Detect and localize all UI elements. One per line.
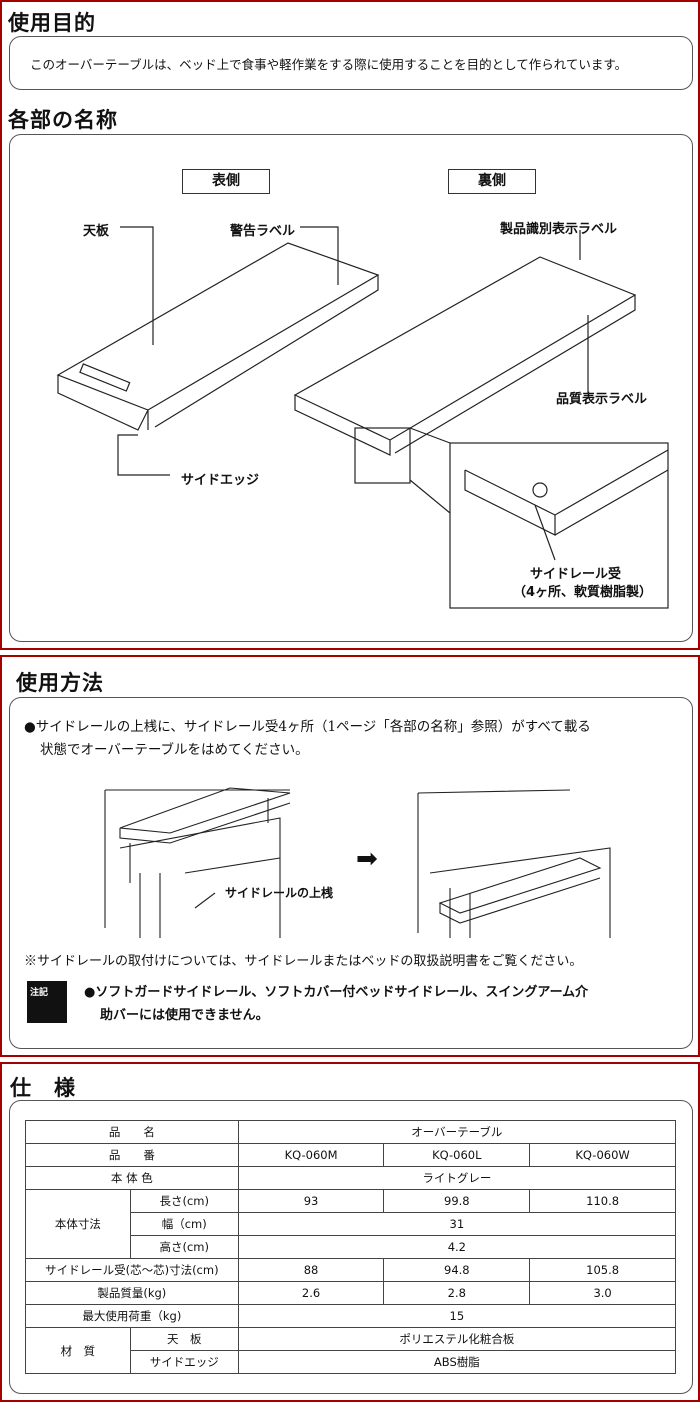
table-row: 本 体 色ライトグレー: [25, 1166, 677, 1190]
cell: 88: [237, 1258, 385, 1282]
cell: 2.6: [237, 1281, 385, 1305]
cell: サイドレール受(芯～芯)寸法(cm): [25, 1258, 239, 1282]
cell: 15: [237, 1304, 677, 1328]
cell: 94.8: [383, 1258, 531, 1282]
cell: 31: [237, 1212, 677, 1236]
cell: 品 番: [25, 1143, 239, 1167]
cell: 3.0: [529, 1281, 676, 1305]
cell: KQ-060W: [529, 1143, 676, 1167]
parts-box: 表側 裏側 天板 警告ラベル 製品識別表示ラベル 品質表示ラベル サイドエッジ …: [9, 134, 693, 642]
usage-line2: 状態でオーバーテーブルをはめてください。: [40, 742, 309, 758]
usage-title: 使用方法: [16, 671, 104, 695]
cell: 品 名: [25, 1120, 239, 1144]
panel-purpose-parts: 使用目的 このオーバーテーブルは、ベッド上で食事や軽作業をする際に使用することを…: [0, 0, 700, 650]
label-rail-receiver-note: （4ヶ所、軟質樹脂製）: [513, 585, 653, 600]
right-arrow-icon: ➡: [356, 844, 378, 874]
cell: 製品質量(kg): [25, 1281, 239, 1305]
cell: 本体寸法: [25, 1189, 131, 1259]
label-id: 製品識別表示ラベル: [500, 222, 618, 237]
cell: ポリエステル化粧合板: [237, 1327, 677, 1351]
cell: サイドエッジ: [129, 1350, 239, 1374]
usage-box: ●サイドレールの上桟に、サイドレール受4ヶ所（1ページ「各部の名称」参照）がすべ…: [9, 697, 693, 1049]
cell: 99.8: [383, 1189, 531, 1213]
usage-diagram-label: サイドレールの上桟: [225, 886, 334, 900]
usage-line1: ●サイドレールの上桟に、サイドレール受4ヶ所（1ページ「各部の名称」参照）がすべ…: [24, 719, 591, 735]
cell: ABS樹脂: [237, 1350, 677, 1374]
front-label: 表側: [182, 169, 270, 194]
caution-line1: ●ソフトガードサイドレール、ソフトカバー付ベッドサイドレール、スイングアーム介: [84, 985, 589, 1000]
table-row: 高さ(cm)4.2: [26, 1235, 677, 1259]
cell: KQ-060M: [237, 1143, 385, 1167]
back-label: 裏側: [448, 169, 536, 194]
cell: KQ-060L: [383, 1143, 531, 1167]
parts-diagram: [56, 226, 669, 609]
label-side-edge: サイドエッジ: [181, 473, 260, 488]
spec-title: 仕 様: [10, 1076, 76, 1100]
cell: 93: [237, 1189, 385, 1213]
cell: 天 板: [129, 1327, 239, 1351]
cell: 材 質: [25, 1327, 131, 1374]
cell: 高さ(cm): [129, 1235, 239, 1259]
label-top-board: 天板: [83, 224, 110, 239]
cell: 2.8: [383, 1281, 531, 1305]
purpose-box: このオーバーテーブルは、ベッド上で食事や軽作業をする際に使用することを目的として…: [9, 36, 693, 90]
cell: 4.2: [237, 1235, 677, 1259]
label-quality: 品質表示ラベル: [556, 392, 648, 407]
table-row: 材 質天 板ポリエステル化粧合板: [25, 1327, 677, 1374]
cell: オーバーテーブル: [237, 1120, 677, 1144]
parts-title: 各部の名称: [8, 108, 118, 132]
cell: 105.8: [529, 1258, 676, 1282]
purpose-title: 使用目的: [8, 11, 96, 35]
label-warning: 警告ラベル: [230, 224, 296, 239]
cell: 長さ(cm): [129, 1189, 239, 1213]
cell: 幅（cm): [129, 1212, 239, 1236]
table-row: 品 名オーバーテーブル: [25, 1120, 677, 1144]
cell: 本 体 色: [25, 1166, 239, 1190]
cell: 最大使用荷重（kg): [25, 1304, 239, 1328]
caution-line2: 助バーには使用できません。: [100, 1008, 269, 1023]
cell: ライトグレー: [237, 1166, 677, 1190]
usage-note: ※サイドレールの取付けについては、サイドレールまたはベッドの取扱説明書をご覧くだ…: [24, 954, 583, 969]
usage-diagram: [104, 787, 611, 938]
label-rail-receiver: サイドレール受: [530, 567, 622, 582]
panel-usage: 使用方法 ●サイドレールの上桟に、サイドレール受4ヶ所（1ページ「各部の名称」参…: [0, 655, 700, 1057]
caution-icon: 注記: [27, 981, 67, 1023]
purpose-text: このオーバーテーブルは、ベッド上で食事や軽作業をする際に使用することを目的として…: [30, 57, 628, 72]
cell: 110.8: [529, 1189, 676, 1213]
table-row: 最大使用荷重（kg)15: [25, 1304, 677, 1328]
